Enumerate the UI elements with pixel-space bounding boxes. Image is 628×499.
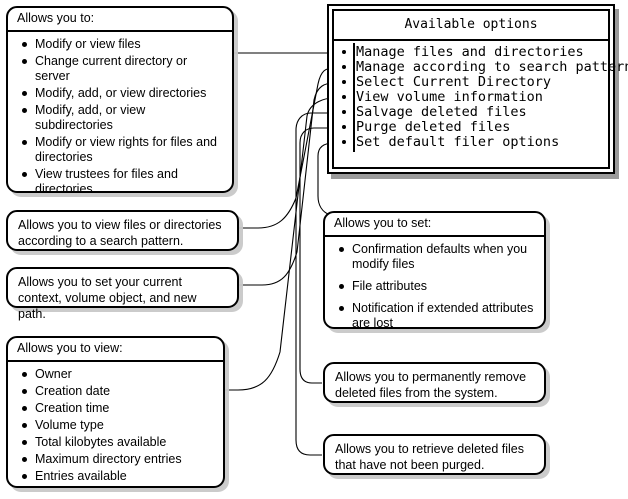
option-bullet-icon [342,125,346,129]
callout-current-directory: Allows you to set your current context, … [6,267,239,321]
list-item: View trustees for files and directories [22,167,224,197]
callout-purge-deleted: Allows you to permanently remove deleted… [323,362,546,403]
callout-text: Allows you to retrieve deleted files tha… [335,442,524,472]
list-item: Entries available [22,469,215,484]
callout-salvage-deleted: Allows you to retrieve deleted files tha… [323,434,546,475]
option-item-manage-search-pattern[interactable]: Manage according to search pattern [334,60,628,75]
option-bullet-icon [342,140,346,144]
options-list: Manage files and directories Manage acco… [334,41,628,154]
list-item: Modify, add, or view directories [22,86,224,101]
option-bullet-icon [342,80,346,84]
callout-list: Confirmation defaults when you modify fi… [325,237,544,337]
option-label: View volume information [356,89,543,105]
callout-manage-files: Allows you to: Modify or view files Chan… [6,6,234,196]
callout-list: Owner Creation date Creation time Volume… [8,362,223,492]
options-inner-frame: Available options Manage files and direc… [332,9,628,169]
callout-header: Allows you to set: [325,213,544,237]
callout-default-filer-options: Allows you to set: Confirmation defaults… [323,211,546,330]
options-window-title: Available options [334,11,608,41]
list-item: Total kilobytes available [22,435,215,450]
list-item: Change current directory or server [22,54,224,84]
option-item-salvage-deleted-files[interactable]: Salvage deleted files [334,105,608,120]
list-item: Modify or view files [22,37,224,52]
list-item: Modify, add, or view subdirectories [22,103,224,133]
option-item-set-default-filer-options[interactable]: Set default filer options [334,135,608,150]
list-item: File attributes [339,279,536,294]
option-item-view-volume-information[interactable]: View volume information [334,90,608,105]
list-item: Confirmation defaults when you modify fi… [339,242,536,272]
connector-salvage-deleted [295,112,334,456]
callout-list: Modify or view files Change current dire… [8,32,232,205]
list-item: Maximum directory entries [22,452,215,467]
option-label: Purge deleted files [356,119,511,135]
callout-search-pattern: Allows you to view files or directories … [6,210,239,251]
option-label: Manage according to search pattern [356,59,628,75]
option-label: Manage files and directories [356,44,584,60]
option-label: Set default filer options [356,134,560,150]
connector-default-filer-options [317,142,335,216]
available-options-window: Available options Manage files and direc… [327,4,628,174]
callout-header: Allows you to: [8,8,232,32]
option-bullet-icon [342,110,346,114]
callout-header: Allows you to view: [8,338,223,362]
connector-purge-deleted [299,127,334,384]
option-item-purge-deleted-files[interactable]: Purge deleted files [334,120,608,135]
callout-text: Allows you to permanently remove deleted… [335,370,527,400]
option-item-select-current-directory[interactable]: Select Current Directory [334,75,608,90]
option-label: Salvage deleted files [356,104,527,120]
connector-volume-information [225,97,335,391]
list-item: Creation date [22,384,215,399]
option-item-manage-files[interactable]: Manage files and directories [334,45,608,60]
list-item: Modify or view rights for files and dire… [22,135,224,165]
option-bullet-icon [342,50,346,54]
option-label: Select Current Directory [356,74,552,90]
callout-text: Allows you to set your current context, … [18,275,197,321]
list-item: Creation time [22,401,215,416]
connector-current-directory [239,82,335,286]
callout-text: Allows you to view files or directories … [18,218,222,248]
list-item: Notification if extended attributes are … [339,301,536,331]
list-item: Owner [22,367,215,382]
option-bullet-icon [342,95,346,99]
callout-volume-information: Allows you to view: Owner Creation date … [6,336,225,488]
list-item: Volume type [22,418,215,433]
option-bullet-icon [342,65,346,69]
